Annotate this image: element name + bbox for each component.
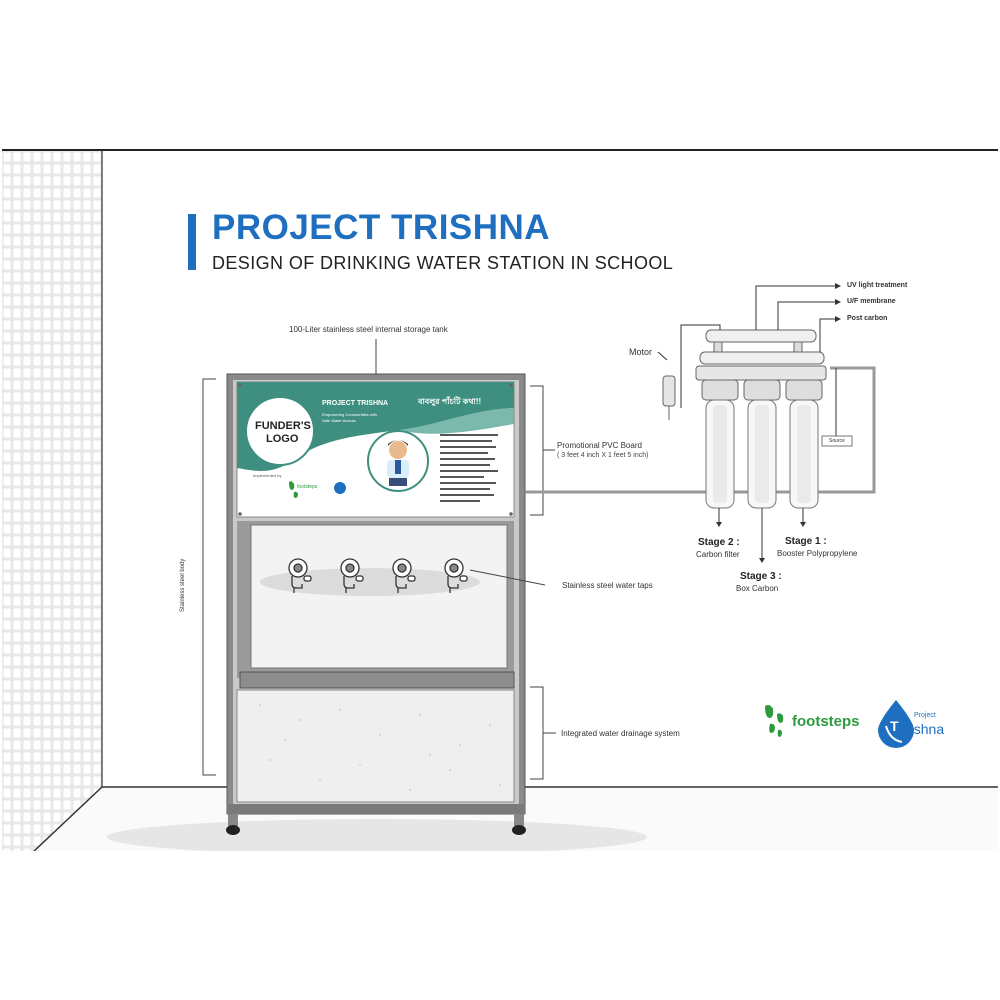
filter-unit (662, 329, 827, 509)
funder-logo-circle (245, 396, 315, 466)
foot-left (226, 825, 240, 835)
board-trishna-icon (334, 482, 346, 494)
label-stage1-title: Stage 1 : (785, 536, 827, 547)
source-box (821, 435, 853, 447)
trishna-logo-word: rishna (906, 721, 945, 737)
label-uv: UV light treatment (847, 282, 908, 289)
foot-right (512, 825, 526, 835)
label-pvc-board-size: ( 3 feet 4 inch X 1 feet 5 inch) (557, 452, 649, 459)
footsteps-logo-icon (765, 705, 784, 737)
motor (662, 375, 676, 407)
board-bangla-slogan: বাবলুর পাঁচটি কথা!! (418, 397, 482, 406)
trishna-logo-small: Project (914, 712, 936, 719)
label-steel-body: Stainless steel body (180, 558, 186, 612)
label-pvc-board: Promotional PVC Board (557, 441, 642, 450)
label-source: Source (829, 438, 845, 444)
label-uf: U/F membrane (847, 298, 896, 305)
water-taps (288, 558, 468, 593)
label-stage3-title: Stage 3 : (740, 571, 782, 582)
drip-tray (239, 671, 515, 689)
scene-svg (2, 151, 998, 851)
board-project-name: PROJECT TRISHNA (322, 400, 389, 407)
label-drainage: Integrated water drainage system (561, 729, 680, 738)
floor-shadow (107, 819, 647, 851)
page-title: PROJECT TRISHNA (212, 208, 551, 247)
label-water-taps: Stainless steel water taps (562, 581, 653, 590)
title-accent-bar (188, 214, 196, 270)
tiled-pillar (2, 151, 102, 851)
board-implemented-by: Implemented by (253, 473, 282, 478)
board-tagline-1: Empowering Communities with (322, 412, 377, 417)
board-tagline-2: Safe Water Access (322, 418, 356, 423)
board-footsteps-icon (289, 481, 298, 498)
label-post-carbon: Post carbon (847, 315, 888, 322)
label-motor: Motor (629, 347, 653, 357)
funder-logo-line1: FUNDER'S (255, 420, 311, 432)
page-subtitle: DESIGN OF DRINKING WATER STATION IN SCHO… (212, 253, 674, 273)
footsteps-logo-text: footsteps (792, 713, 860, 730)
label-stage2-title: Stage 2 : (698, 537, 740, 548)
tap-panel (250, 524, 508, 669)
label-stage3-desc: Box Carbon (736, 584, 779, 593)
trishna-logo-t: T (890, 718, 899, 734)
board-footsteps-text: footsteps (297, 484, 318, 490)
label-storage-tank: 100-Liter stainless steel internal stora… (289, 325, 448, 334)
label-stage2-desc: Carbon filter (696, 550, 740, 559)
funder-logo-line2: LOGO (266, 433, 299, 445)
trishna-drop-icon (878, 700, 914, 748)
label-stage1-desc: Booster Polypropylene (777, 549, 858, 558)
